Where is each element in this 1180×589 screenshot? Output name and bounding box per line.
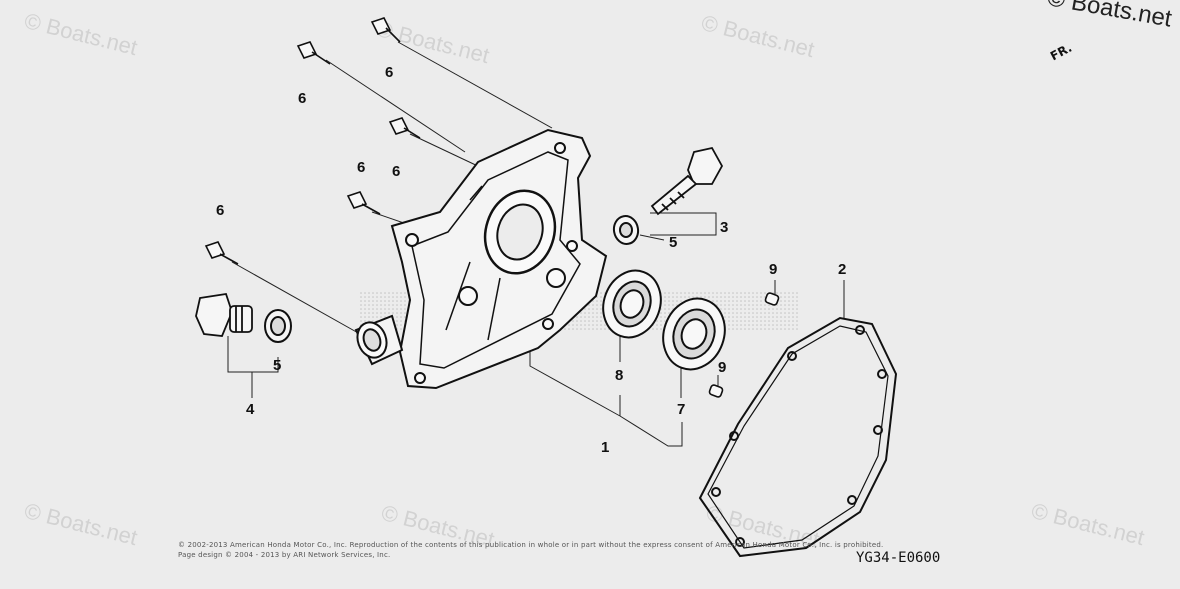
callout-part-8: 8 [615,367,623,384]
page-design-notice: Page design © 2004 - 2013 by ARI Network… [178,551,391,559]
callout-bolt: 6 [216,202,224,219]
callout-part-1: 1 [601,439,609,456]
flange-bolts [204,17,421,265]
ball-bearing [602,269,662,339]
leader-lines [227,41,845,447]
callout-dowel-pin: 9 [769,261,777,278]
dowel-pins [708,292,780,398]
copyright-notice: © 2002-2013 American Honda Motor Co., In… [178,541,884,549]
crankcase-cover [390,128,608,390]
diagram-code: YG34-E0600 [856,550,941,566]
callout-bolt: 6 [298,90,306,107]
oil-filler-cap [195,292,253,337]
ball-bearing [662,297,726,371]
dowel-pin [708,384,724,398]
callout-bolt: 6 [392,163,400,180]
oil-filler-neck [354,314,404,366]
case-gasket [698,316,898,558]
dowel-pin [764,292,780,306]
callout-dowel-pin: 9 [718,359,726,376]
callout-part-4: 4 [246,401,255,418]
callout-seal: 5 [669,234,677,251]
oil-seal [612,215,640,245]
flange-bolt [388,117,421,139]
callout-seal: 5 [273,357,281,374]
flange-bolt [346,191,381,215]
callout-part-3: 3 [720,219,728,236]
oil-seals [264,215,640,343]
flange-bolt [204,241,239,265]
flange-bolt [296,41,331,65]
callout-labels: 6 6 6 6 6 3 5 5 4 8 7 1 9 9 2 [216,64,846,456]
oil-dipstick [650,146,724,216]
callout-bolt: 6 [385,64,393,81]
oil-seal [264,309,292,343]
callout-bolt: 6 [357,159,365,176]
callout-part-2: 2 [838,261,846,278]
flange-bolt [370,17,401,43]
callout-part-7: 7 [677,401,685,418]
ball-bearings [602,269,726,371]
